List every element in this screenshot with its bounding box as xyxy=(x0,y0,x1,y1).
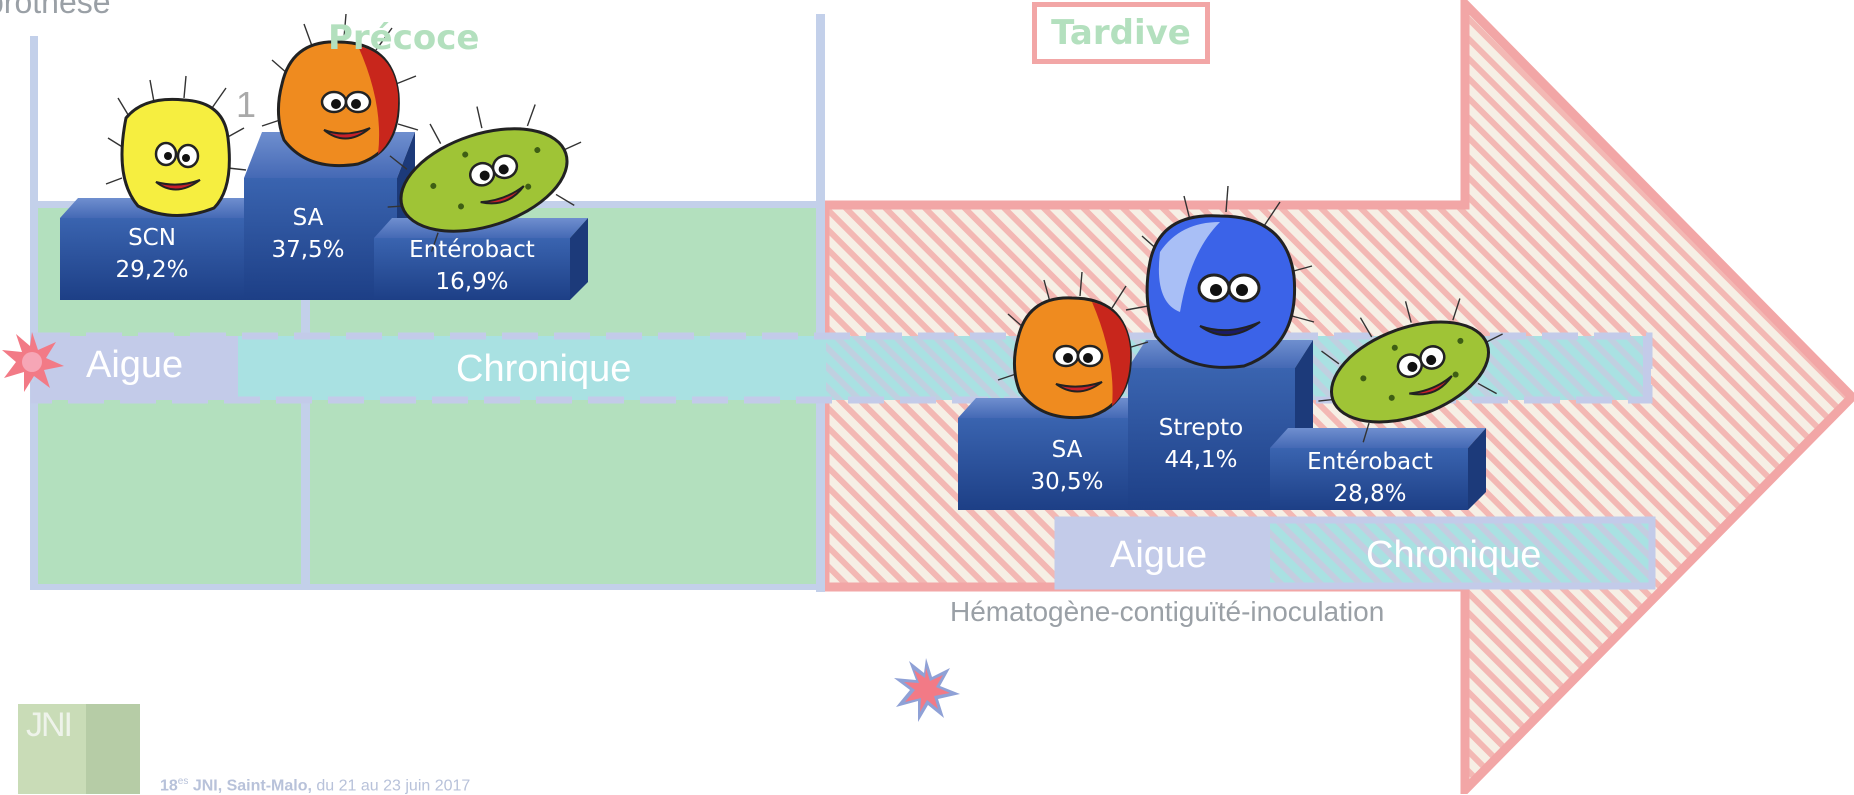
blue-bacterium-icon xyxy=(1125,185,1315,369)
footer-caption: 18es JNI, Saint-Malo, du 21 au 23 juin 2… xyxy=(160,776,471,795)
early-acute-label: Aigue xyxy=(86,344,184,386)
precoce-title: Précoce xyxy=(328,18,480,58)
header-partial-text: prothèse xyxy=(0,0,111,20)
starburst-icon xyxy=(2,332,64,392)
jni-logo: JNI xyxy=(18,704,140,794)
partial-digit: 1 xyxy=(236,84,257,125)
jni-logo-text: JNI xyxy=(26,706,73,744)
starburst-icon xyxy=(894,658,960,722)
late-acute-label: Aigue xyxy=(1110,534,1208,576)
green-bacterium-icon xyxy=(1318,298,1503,443)
yellow-bacterium-icon xyxy=(105,75,247,218)
green-bacterium-icon xyxy=(387,104,582,252)
tardive-title: Tardive xyxy=(1051,13,1191,53)
tardive-title-box: Tardive xyxy=(1032,2,1210,64)
late-chronic-label: Chronique xyxy=(1366,534,1542,576)
orange-bacterium-icon xyxy=(261,13,419,168)
orange-bacterium-icon xyxy=(997,271,1149,420)
infection-routes-text: Hématogène-contiguïté-inoculation xyxy=(950,596,1385,627)
early-chronic-label: Chronique xyxy=(456,348,632,390)
